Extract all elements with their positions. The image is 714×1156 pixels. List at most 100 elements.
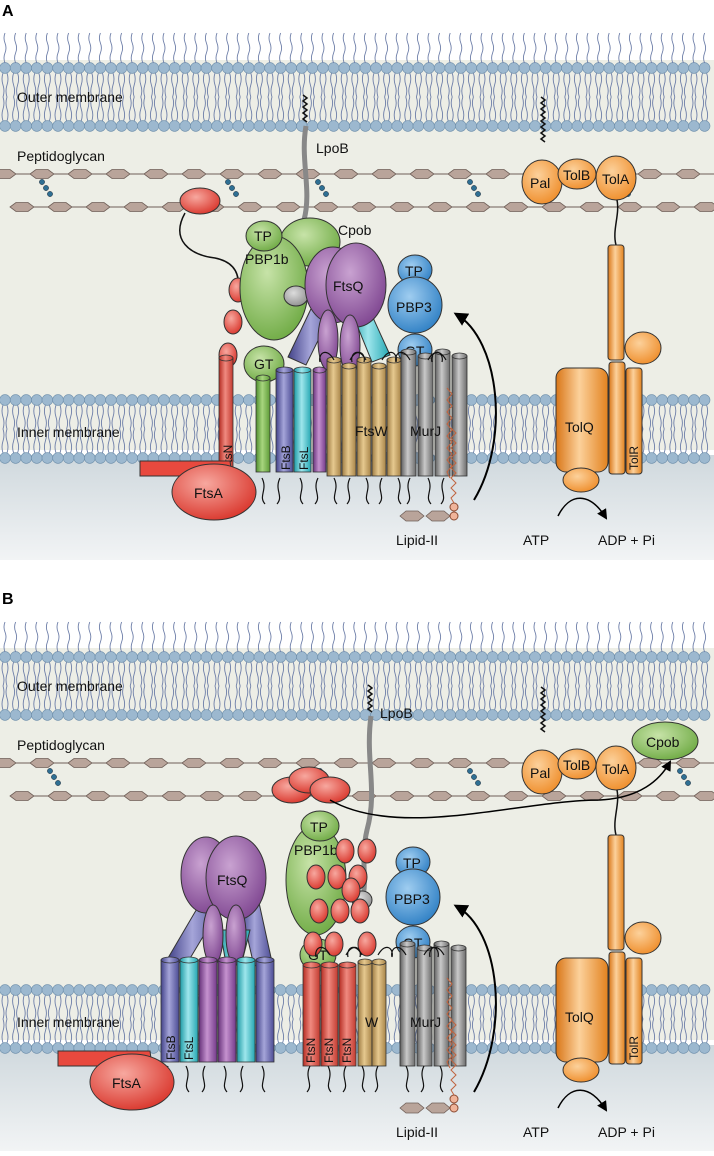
lipid-head: [433, 62, 446, 74]
lipid-head: [306, 62, 319, 74]
lipid-head: [571, 709, 584, 721]
lipid-head: [20, 452, 32, 464]
lipid-head: [465, 452, 478, 464]
lipid-head: [62, 62, 75, 74]
lipid-head: [31, 62, 43, 74]
glycan-hexagon: [105, 758, 131, 768]
glycan-hexagon: [47, 202, 73, 212]
lipid-head: [190, 62, 202, 74]
murj-helix-top: [451, 352, 468, 360]
peptidoglycan-label: Peptidoglycan: [17, 737, 105, 753]
lipid-head: [476, 120, 488, 132]
lipid-head: [179, 394, 191, 406]
lipid-head: [274, 120, 287, 132]
glycan-hexagon: [579, 202, 605, 212]
ftsn-domain-2: [223, 309, 243, 335]
ftsa-label: FtsA: [112, 1075, 141, 1091]
lipid-head: [539, 651, 552, 663]
lipid-head: [9, 651, 22, 663]
lipid-head: [168, 120, 181, 132]
lipid-head: [126, 62, 138, 74]
ftsl-tm-top: [179, 956, 199, 964]
lipid-head: [677, 709, 690, 721]
lipid-head: [126, 394, 138, 406]
lipid-head: [667, 984, 679, 996]
lipid-head: [529, 709, 541, 721]
ftsn-tm-top: [218, 354, 234, 362]
lipid-head: [0, 394, 11, 406]
glycan-hexagon: [427, 791, 453, 801]
lipid-head: [677, 651, 690, 663]
lipid-head: [518, 709, 531, 721]
lipid-head: [444, 651, 456, 663]
peptide-bridge: [39, 179, 45, 185]
pbp1b-label: PBP1b: [294, 842, 338, 858]
lipid-head: [105, 984, 117, 996]
lipid-head: [190, 651, 202, 663]
lipid-head: [497, 1042, 509, 1054]
tolr-periplasmic: [624, 331, 662, 365]
lipid-head: [126, 651, 138, 663]
ftsb-tm-2-top: [255, 956, 275, 964]
phosphate: [449, 1094, 459, 1104]
lipid-head: [667, 651, 679, 663]
tolr-label: TolR: [627, 1036, 641, 1060]
lipid-head: [147, 709, 160, 721]
lipid-head: [94, 120, 107, 132]
lipid-head: [444, 709, 456, 721]
lipid-head: [158, 394, 170, 406]
lipid-head: [94, 709, 107, 721]
pal-label: Pal: [530, 175, 550, 191]
murj-helix: [417, 355, 434, 477]
lipid-head: [645, 984, 658, 996]
ftsn-domain: [341, 877, 361, 903]
lipid-head: [327, 62, 340, 74]
lipid-head: [41, 62, 54, 74]
phosphate: [449, 1103, 459, 1113]
glycan-hexagon: [181, 758, 207, 768]
lipid-head: [677, 984, 690, 996]
tolr-label: TolR: [627, 446, 641, 470]
lipid-head: [306, 120, 319, 132]
lipid-tails: [1, 72, 709, 122]
lipid-head: [168, 394, 181, 406]
lipid-head: [391, 120, 403, 132]
pal-anchor: [539, 96, 547, 143]
cpob-label: Cpob: [338, 222, 372, 238]
cpob-transfer-arrow: [329, 760, 672, 819]
lipid-ii-in-murj: [446, 387, 453, 479]
lipid-head: [423, 62, 435, 74]
lipid-head: [688, 62, 700, 74]
lipid-head: [582, 120, 594, 132]
lipid-head: [158, 62, 170, 74]
lipid-head: [688, 709, 700, 721]
peptide-bridge: [685, 780, 691, 786]
ftsn-domain: [306, 864, 326, 890]
lpob-anchor: [301, 94, 309, 123]
lipid-head: [296, 709, 308, 721]
lpob-domain: [283, 285, 309, 307]
lipid-head: [285, 62, 297, 74]
lipid-head: [624, 651, 637, 663]
pbp1b-tp-cap: [300, 810, 340, 842]
lipid-ii: [399, 427, 459, 522]
lipid-head: [614, 62, 626, 74]
lipid-head: [115, 120, 128, 132]
tolr-periplasmic: [624, 921, 662, 955]
ftsn-spor-domain-3: [309, 776, 351, 804]
glycan-hexagon: [485, 169, 511, 179]
lipid-head: [635, 62, 647, 74]
tola-label: TolA: [602, 761, 630, 777]
peptide-bridge: [55, 780, 61, 786]
lipid-head: [274, 651, 287, 663]
tola-tm: [608, 361, 626, 475]
periplasmic-loops: [315, 946, 445, 958]
lipid-head: [486, 62, 499, 74]
lipid-head: [614, 120, 626, 132]
lipid-head: [476, 394, 488, 406]
lipid-head: [264, 709, 276, 721]
peptide-bridge: [677, 768, 683, 774]
lipid-head: [253, 120, 266, 132]
lipid-head: [645, 1042, 658, 1054]
lpob-anchor: [366, 684, 374, 713]
